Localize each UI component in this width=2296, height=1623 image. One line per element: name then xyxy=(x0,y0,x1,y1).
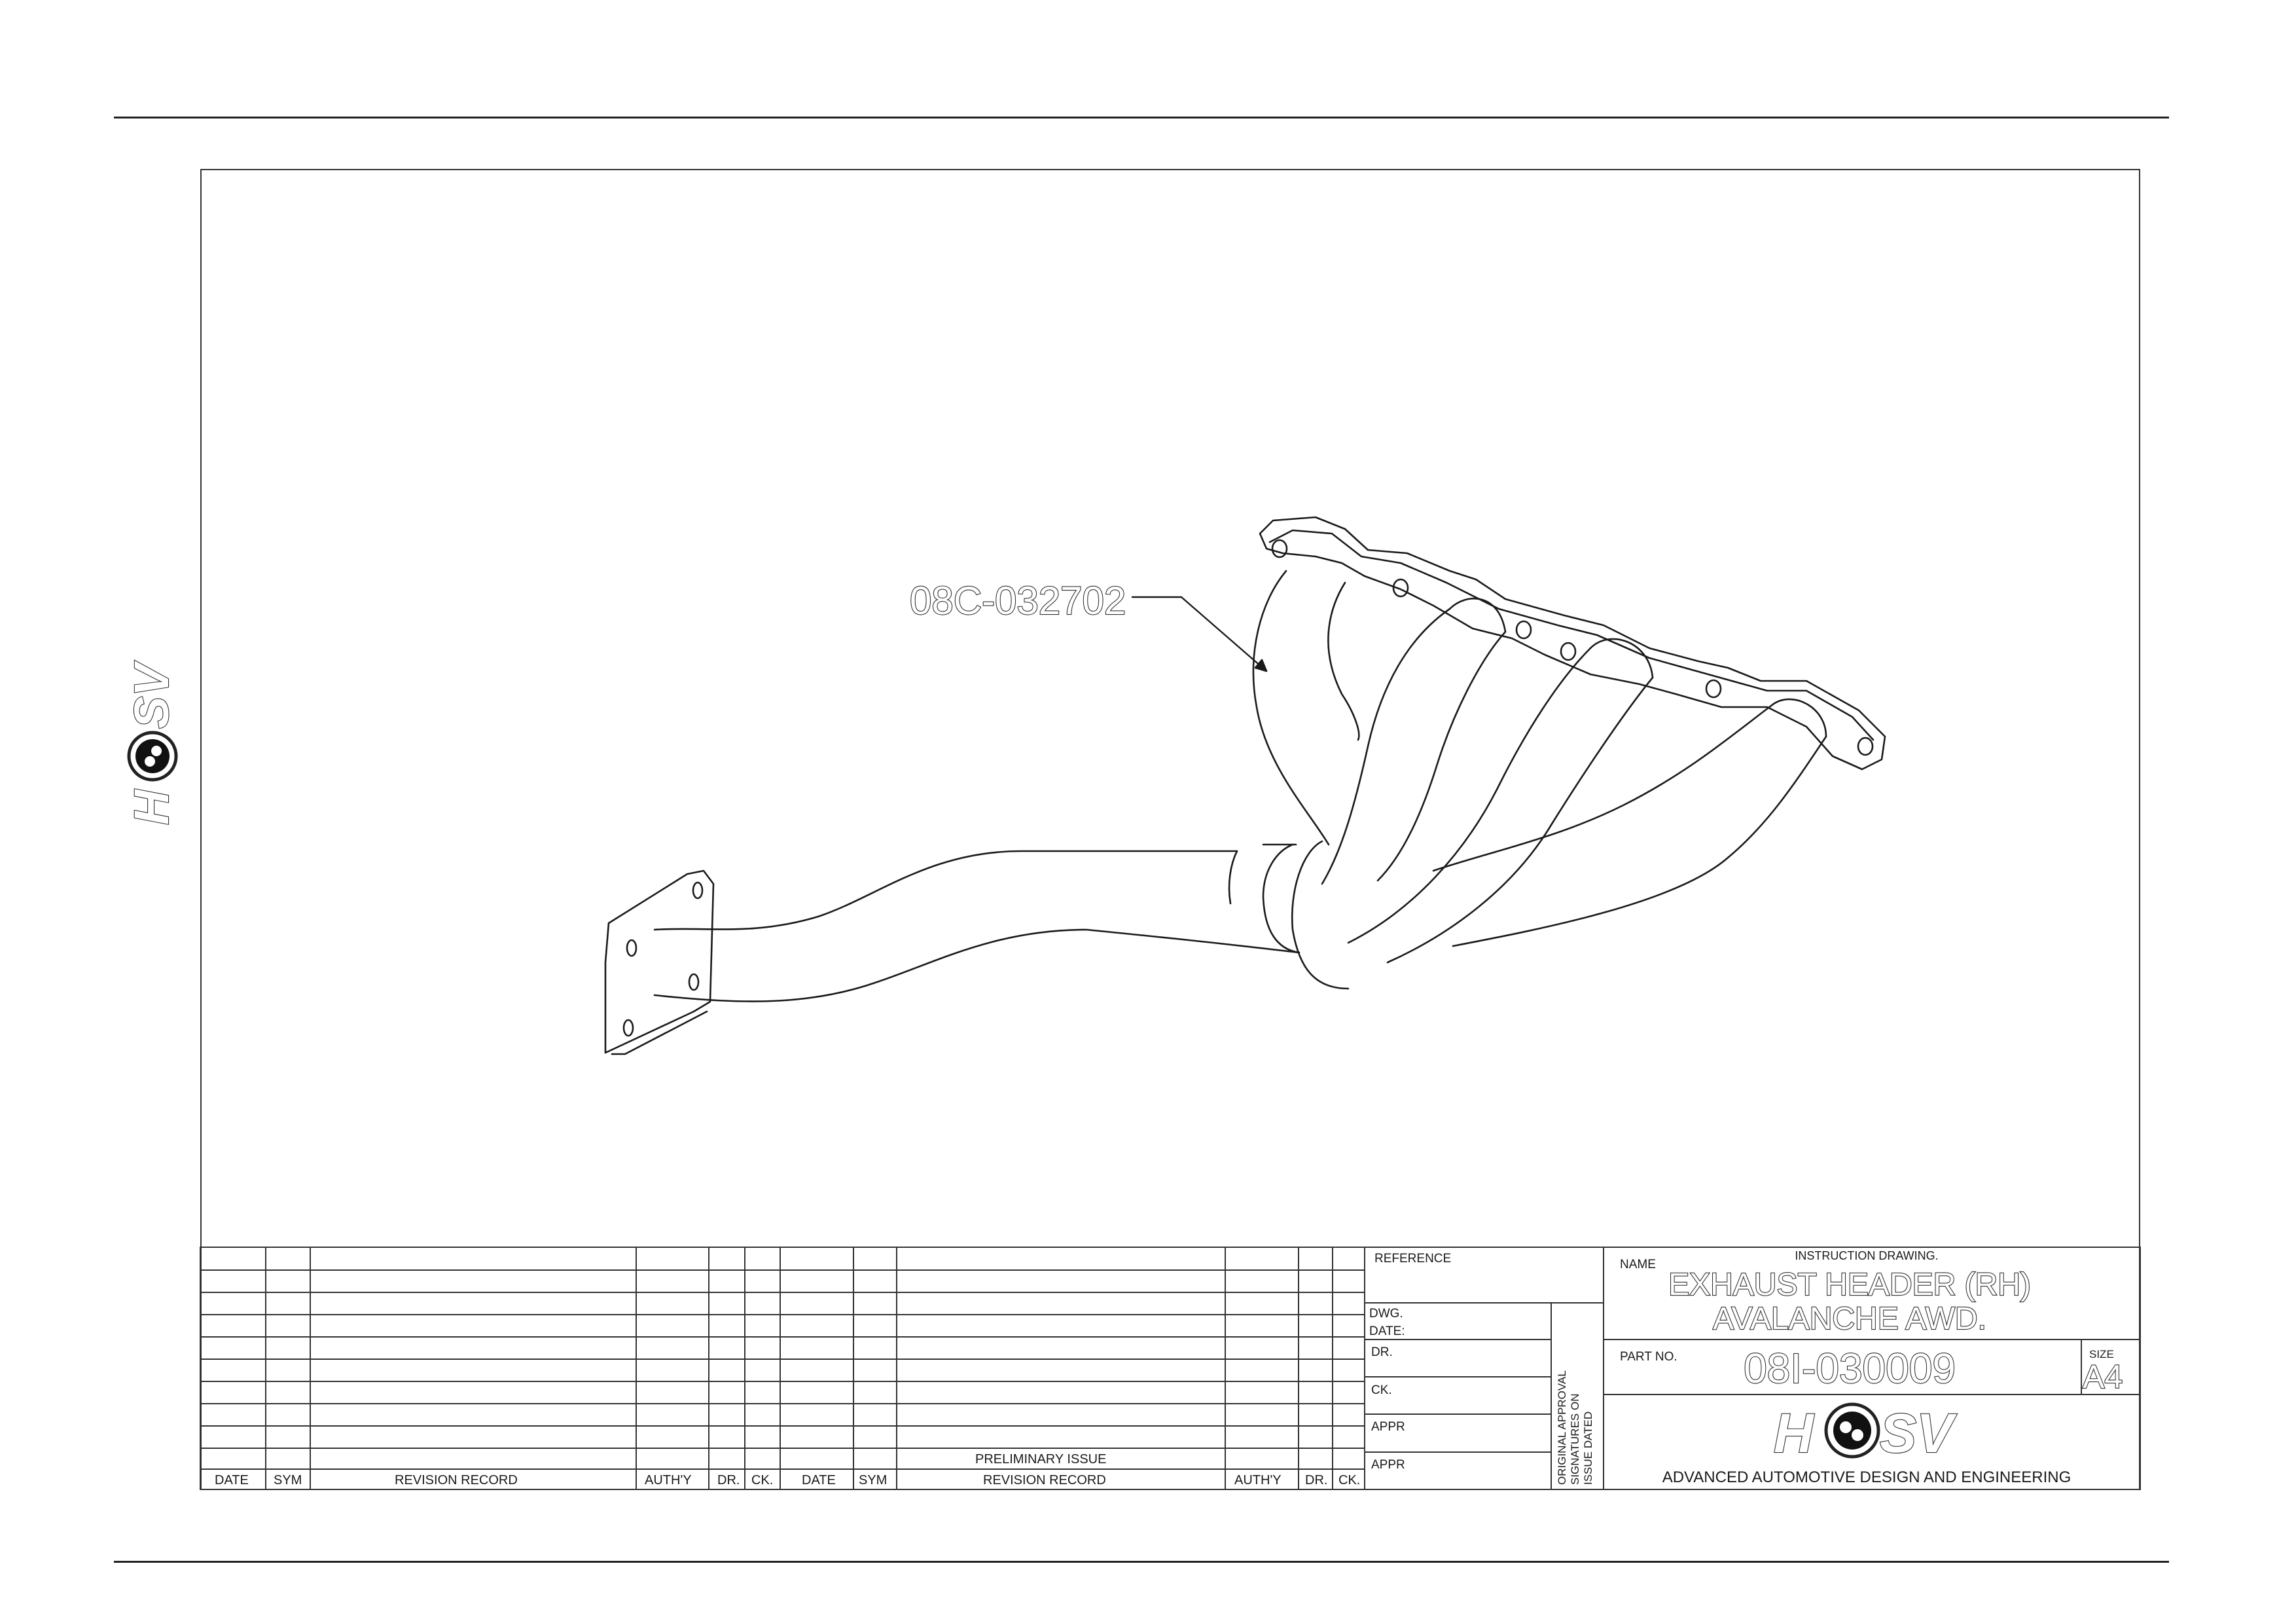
title-hsv-logo: H SV xyxy=(1773,1402,1958,1465)
bottom-rule xyxy=(114,1561,2169,1563)
sheet-size: A4 xyxy=(2083,1359,2123,1395)
rev-header-date-right: DATE xyxy=(802,1473,836,1487)
date-label: DATE: xyxy=(1369,1324,1405,1338)
downpipe-flange xyxy=(604,869,715,1054)
drawing-kind: INSTRUCTION DRAWING. xyxy=(1795,1249,1938,1262)
part-number: 08I-030009 xyxy=(1744,1345,1956,1392)
original-approval-line3: ISSUE DATED xyxy=(1582,1412,1594,1485)
downpipe-flange-hole-3 xyxy=(626,939,637,957)
side-logo-badge-core xyxy=(135,739,170,773)
title-logo-sv: SV xyxy=(1880,1402,1957,1464)
downpipe-flange-hole-4 xyxy=(622,1019,634,1037)
flange-hole-2 xyxy=(1392,578,1409,598)
callout-leader xyxy=(1131,596,1268,672)
rev-header-sym-left: SYM xyxy=(274,1473,302,1487)
rev-header-ck-left: CK. xyxy=(751,1473,773,1487)
side-logo-sv: SV xyxy=(124,661,179,729)
collector xyxy=(1291,840,1350,990)
company-tagline: ADVANCED AUTOMOTIVE DESIGN AND ENGINEERI… xyxy=(1662,1468,2072,1486)
preliminary-issue: PRELIMINARY ISSUE xyxy=(975,1452,1106,1467)
flange-hole-4 xyxy=(1560,642,1577,661)
appr-label-2: APPR xyxy=(1371,1458,1405,1472)
dr-label: DR. xyxy=(1371,1345,1393,1359)
flange-hole-1 xyxy=(1271,539,1288,558)
rev-header-record-right: REVISION RECORD xyxy=(983,1473,1106,1487)
downpipe-flange-hole-1 xyxy=(692,881,704,900)
side-logo-h: H xyxy=(124,789,179,825)
side-hsv-logo: H SV xyxy=(124,660,179,826)
rev-header-ck-right: CK. xyxy=(1338,1473,1360,1487)
primary-tube-4 xyxy=(1432,702,1775,872)
flange-hole-3 xyxy=(1515,620,1532,640)
flange-hole-5 xyxy=(1705,679,1722,699)
top-rule xyxy=(114,117,2169,119)
primary-tube-3 xyxy=(1347,647,1592,944)
rev-header-date-left: DATE xyxy=(215,1473,249,1487)
title-logo-h: H xyxy=(1774,1402,1815,1464)
original-approval-line2: SIGNATURES ON xyxy=(1569,1394,1581,1485)
name-label: NAME xyxy=(1620,1258,1656,1271)
callout-part-label: 08C-032702 xyxy=(910,579,1126,623)
reference-label: REFERENCE xyxy=(1374,1252,1451,1266)
rev-header-dr-left: DR. xyxy=(717,1473,740,1487)
flange-hole-6 xyxy=(1857,737,1874,756)
ck-label: CK. xyxy=(1371,1383,1392,1397)
rev-header-dr-right: DR. xyxy=(1305,1473,1327,1487)
rev-header-authy-left: AUTH'Y xyxy=(645,1473,692,1487)
downpipe-flange-hole-2 xyxy=(688,973,700,991)
rev-header-authy-right: AUTH'Y xyxy=(1234,1473,1282,1487)
appr-label-1: APPR xyxy=(1371,1420,1405,1434)
original-approval-line1: ORIGINAL APPROVAL xyxy=(1556,1370,1568,1485)
drawing-title-line1: EXHAUST HEADER (RH) xyxy=(1668,1267,2031,1302)
size-label: SIZE xyxy=(2089,1348,2114,1360)
primary-tube-2 xyxy=(1321,608,1451,885)
rev-header-record-left: REVISION RECORD xyxy=(395,1473,518,1487)
dwg-label: DWG. xyxy=(1369,1307,1403,1321)
downpipe xyxy=(653,850,1238,931)
drawing-title-line2: AVALANCHE AWD. xyxy=(1713,1302,1986,1336)
rev-header-sym-right: SYM xyxy=(859,1473,887,1487)
primary-tube-1 xyxy=(1252,570,1330,846)
part-no-label: PART NO. xyxy=(1620,1350,1677,1364)
